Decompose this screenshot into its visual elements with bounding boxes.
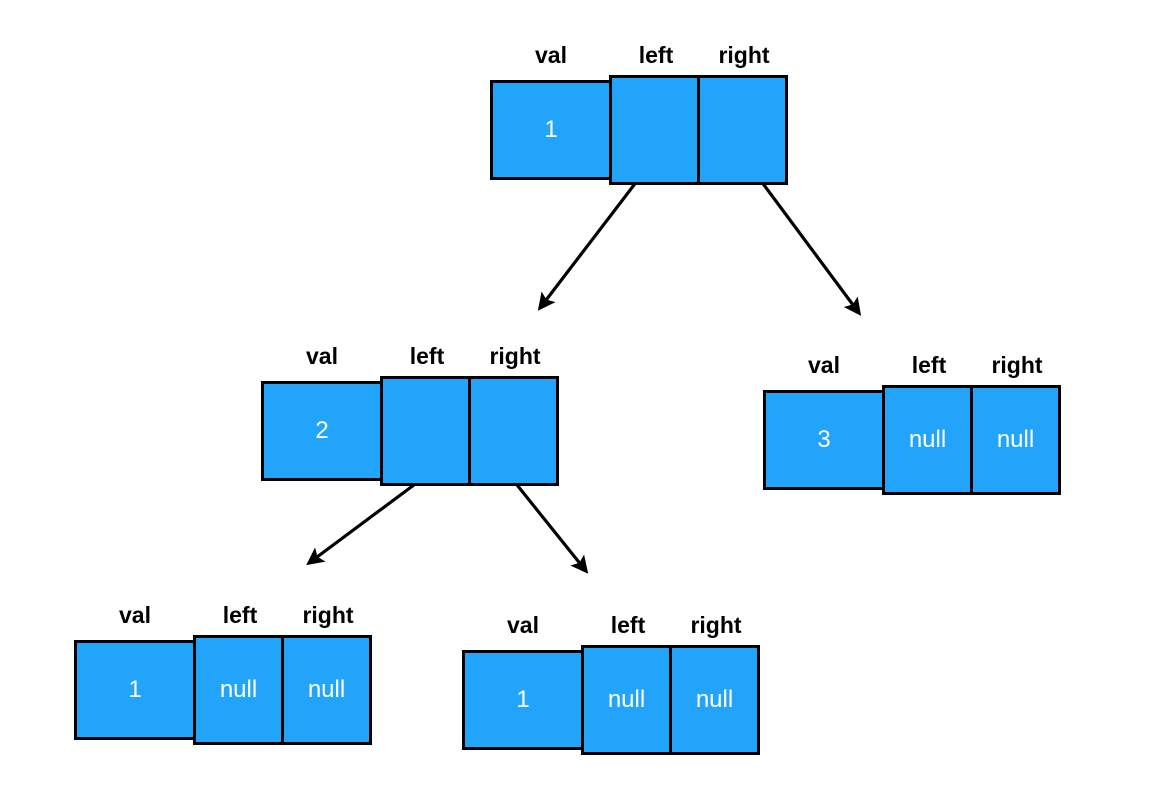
node-cells: 2 bbox=[261, 376, 559, 486]
node-cell-right: null bbox=[970, 385, 1061, 495]
node-header-right: right bbox=[489, 343, 541, 369]
node-cell-right bbox=[697, 75, 788, 185]
node-cell-right: null bbox=[669, 645, 760, 755]
node-header-val: val bbox=[808, 352, 840, 378]
node-cell-left: null bbox=[882, 385, 973, 495]
node-cell-val: 1 bbox=[74, 640, 196, 740]
node-header-right: right bbox=[991, 352, 1043, 378]
node-cell-val: 3 bbox=[763, 390, 885, 490]
node-header-val: val bbox=[535, 42, 567, 68]
node-cell-left: null bbox=[193, 635, 284, 745]
node-header-val: val bbox=[119, 602, 151, 628]
node-header-val: val bbox=[507, 612, 539, 638]
node-cell-right bbox=[468, 376, 559, 486]
node-header-val: val bbox=[306, 343, 338, 369]
node-cell-left: null bbox=[581, 645, 672, 755]
node-field-headers: val left right bbox=[261, 338, 559, 368]
node-cell-val: 1 bbox=[490, 80, 612, 180]
node-header-right: right bbox=[690, 612, 742, 638]
node-cell-val: 2 bbox=[261, 381, 383, 481]
node-header-left: left bbox=[911, 352, 947, 378]
node-header-left: left bbox=[409, 343, 445, 369]
node-header-left: left bbox=[610, 612, 646, 638]
node-header-left: left bbox=[638, 42, 674, 68]
node-field-headers: val left right bbox=[763, 347, 1061, 377]
node-header-right: right bbox=[718, 42, 770, 68]
node-cell-val: 1 bbox=[462, 650, 584, 750]
node-cell-left bbox=[609, 75, 700, 185]
node-header-left: left bbox=[222, 602, 258, 628]
node-field-headers: val left right bbox=[74, 597, 372, 627]
node-header-right: right bbox=[302, 602, 354, 628]
node-cells: 1 bbox=[490, 75, 788, 185]
node-field-headers: val left right bbox=[490, 37, 788, 67]
node-cell-left bbox=[380, 376, 471, 486]
node-cell-right: null bbox=[281, 635, 372, 745]
node-field-headers: val left right bbox=[462, 607, 760, 637]
